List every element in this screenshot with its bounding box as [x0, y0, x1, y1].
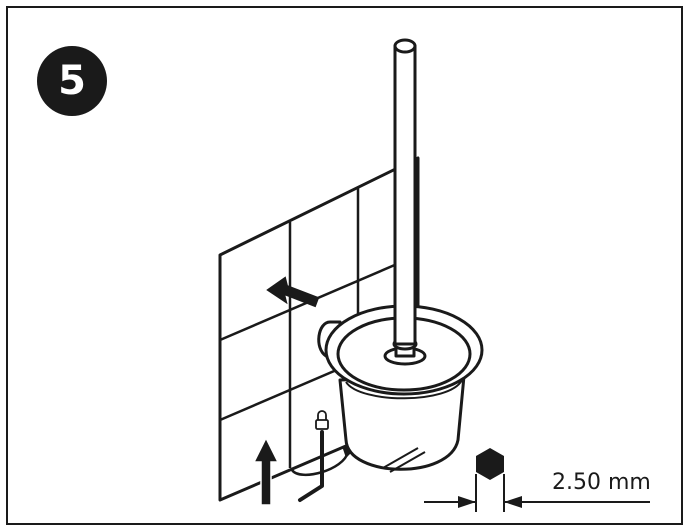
arrow-left-icon	[266, 276, 320, 308]
step-number-badge: 5	[37, 46, 107, 116]
hexagon-icon	[476, 448, 504, 480]
lock-icon	[315, 410, 329, 430]
dimension-lines	[424, 474, 650, 512]
arrow-up-icon	[252, 436, 280, 506]
brush-holder-icon	[317, 38, 484, 473]
dimension-label: 2.50 mm	[552, 470, 651, 495]
allen-key-icon	[298, 430, 324, 502]
